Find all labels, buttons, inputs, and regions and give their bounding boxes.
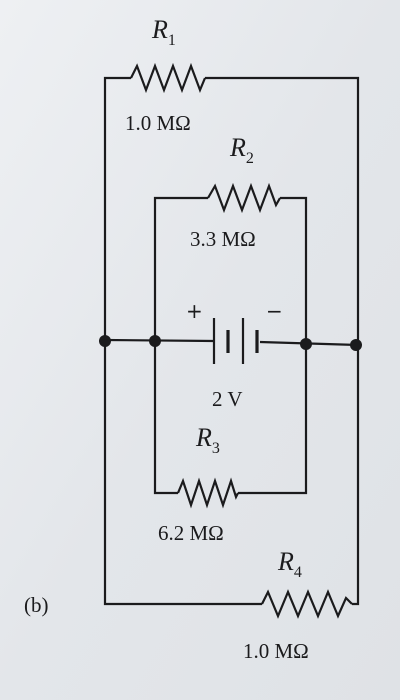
resistor-r3-letter: R xyxy=(195,423,212,452)
resistor-r2-symbol: R2 xyxy=(229,133,254,167)
resistor-r2-letter: R xyxy=(229,133,246,162)
resistor-r1-symbol: R1 xyxy=(151,15,176,49)
junction-node xyxy=(300,338,312,350)
resistor-r3-subscript: 3 xyxy=(212,440,220,457)
resistor-r4-letter: R xyxy=(277,547,294,576)
battery-negative-sign: − xyxy=(266,299,283,323)
junction-node xyxy=(350,339,362,351)
resistor-r4-zigzag xyxy=(261,589,353,619)
outer-loop-wires xyxy=(103,76,360,606)
resistor-r3-symbol: R3 xyxy=(195,423,220,457)
resistor-r4-symbol: R4 xyxy=(277,547,302,581)
battery-symbol xyxy=(212,318,259,364)
resistor-r1-value: 1.0 MΩ xyxy=(125,111,191,135)
resistor-r4-subscript: 4 xyxy=(294,564,302,581)
resistor-r3-value: 6.2 MΩ xyxy=(158,521,224,545)
battery-voltage-value: 2 V xyxy=(212,387,243,411)
resistor-r2-zigzag xyxy=(207,182,281,214)
resistor-r3-zigzag xyxy=(176,477,239,509)
resistor-r1-letter: R xyxy=(151,15,168,44)
junction-node xyxy=(149,335,161,347)
battery-positive-sign: + xyxy=(186,299,203,323)
resistor-r1-subscript: 1 xyxy=(168,32,176,49)
inner-loop-wires xyxy=(153,196,308,495)
resistor-r2-value: 3.3 MΩ xyxy=(190,227,256,251)
figure-label: (b) xyxy=(24,593,49,617)
junction-node xyxy=(99,335,111,347)
resistor-r2-subscript: 2 xyxy=(246,150,254,167)
resistor-r1-zigzag xyxy=(130,62,207,94)
resistor-r4-value: 1.0 MΩ xyxy=(243,639,309,663)
